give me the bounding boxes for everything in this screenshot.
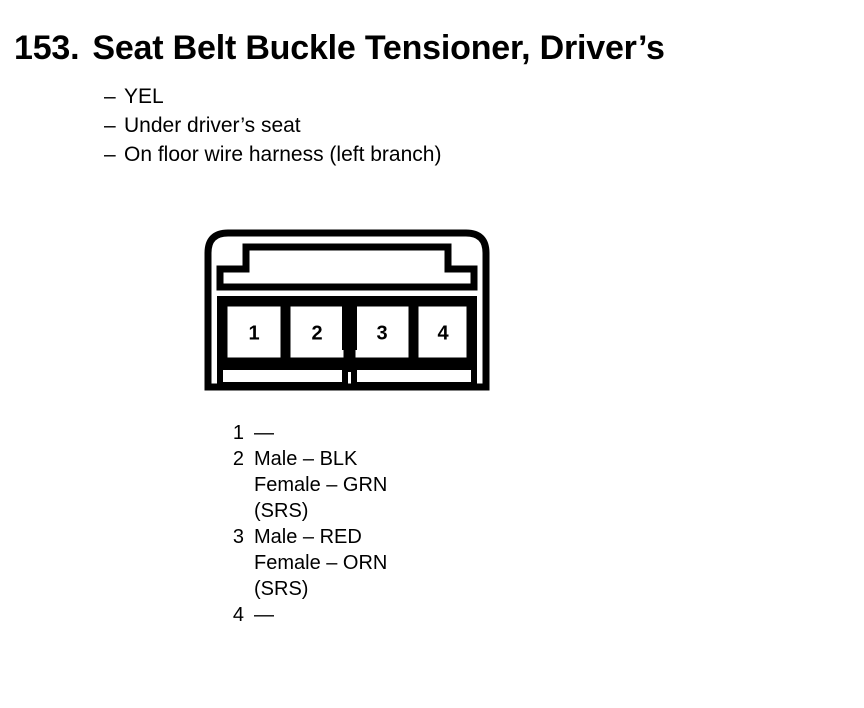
attribute-list: – YEL – Under driver’s seat – On floor w…	[104, 82, 441, 169]
legend-row-3: 3 Male – RED Female – ORN (SRS)	[228, 524, 388, 602]
legend-line: (SRS)	[254, 578, 309, 600]
legend-row-4: 4 —	[228, 602, 387, 628]
connector-outer-shell	[204, 229, 490, 391]
cavity-label-3: 3	[376, 322, 387, 344]
legend-line: Female – GRN	[254, 474, 388, 496]
list-item-label: On floor wire harness (left branch)	[124, 143, 442, 166]
legend-line: Female – ORN	[254, 552, 388, 574]
legend-row-2: 2 Male – BLK Female – GRN (SRS)	[228, 446, 388, 524]
legend-line: —	[254, 422, 274, 444]
legend-pin-detail: —	[254, 420, 274, 446]
connector-latch-notch	[216, 243, 478, 291]
legend-pin-number: 1	[232, 422, 244, 444]
legend-pin-number: 2	[232, 448, 244, 470]
legend-line: Male – BLK	[254, 448, 358, 470]
dash-icon: –	[104, 143, 116, 166]
legend-pin-number: 3	[232, 526, 244, 548]
legend-pin-detail: Male – RED Female – ORN (SRS)	[254, 524, 387, 602]
legend-pin-number: 4	[232, 604, 244, 626]
pin-legend: 1 — 2 Male – BLK Female – GRN (SRS) 3 Ma…	[228, 420, 388, 628]
cavity-label-1: 1	[248, 322, 259, 344]
cavity-label-4: 4	[437, 322, 449, 344]
cavity-4	[413, 301, 472, 363]
page-title: 153. Seat Belt Buckle Tensioner, Driver’…	[14, 29, 665, 68]
dash-icon: –	[104, 114, 116, 137]
cavity-label-2: 2	[311, 322, 322, 344]
list-item: – On floor wire harness (left branch)	[104, 140, 441, 169]
bottom-skirt-left	[217, 364, 348, 388]
title-text: Seat Belt Buckle Tensioner, Driver’s	[92, 29, 665, 67]
legend-pin-detail: —	[254, 602, 274, 628]
legend-line: —	[254, 604, 274, 626]
legend-row-1: 1 —	[228, 420, 387, 446]
legend-line: Male – RED	[254, 526, 362, 548]
list-item-label: YEL	[124, 85, 164, 108]
list-item: – Under driver’s seat	[104, 111, 441, 140]
cavity-3	[350, 301, 414, 363]
connector-diagram: 1 2 3 4	[200, 225, 500, 395]
bottom-skirt-right	[351, 364, 477, 388]
legend-line: (SRS)	[254, 500, 309, 522]
cavity-1	[222, 301, 286, 363]
title-item-number: 153.	[14, 29, 80, 67]
dash-icon: –	[104, 85, 116, 108]
legend-pin-detail: Male – BLK Female – GRN (SRS)	[254, 446, 387, 524]
list-item-label: Under driver’s seat	[124, 114, 301, 137]
list-item: – YEL	[104, 82, 441, 111]
connector-illustration: 1 2 3 4	[204, 229, 490, 391]
